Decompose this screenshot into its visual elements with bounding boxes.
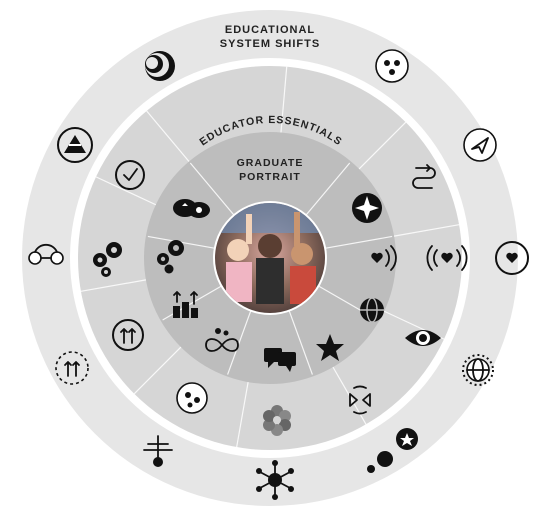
outer-ring-title-line1: EDUCATIONAL: [225, 24, 315, 36]
paper-plane-icon: [463, 128, 497, 162]
star-icon: [316, 334, 344, 361]
heart-signal-icon: [371, 245, 397, 271]
team-chat-icon: [173, 199, 210, 218]
outer-ring-title-line2: SYSTEM SHIFTS: [220, 38, 320, 50]
link-chain-icon: [28, 243, 64, 265]
inner-ring-dividers: [147, 162, 393, 375]
pyramid-icon: [57, 127, 93, 163]
infinity-gears-icon: [205, 328, 239, 352]
crescent-layers-icon: [145, 51, 175, 81]
flower-icon: [263, 405, 291, 436]
cycle-dots-icon: [176, 382, 208, 414]
globe-icon: [360, 297, 384, 323]
exchange-arrows-icon: [349, 385, 371, 415]
inner-ring-title-line2: PORTRAIT: [239, 171, 301, 183]
middle-ring-dividers: [80, 66, 460, 448]
circular-dots-icon: [375, 49, 409, 83]
growth-arrows-icon: [112, 319, 144, 351]
gears-icon: [157, 240, 184, 274]
arrows-network-icon: [55, 351, 89, 385]
inner-ring-title-line1: GRADUATE: [237, 157, 304, 169]
crosshair-cross-icon: [143, 435, 173, 467]
check-circle-icon: [115, 160, 145, 190]
chat-bubbles-icon: [264, 348, 296, 372]
signal-heart-icon: [426, 245, 468, 271]
growth-bars-icon: [173, 291, 198, 318]
globe-sun-icon: [462, 354, 494, 386]
eye-globe-icon: [405, 330, 441, 346]
gears-icon: [93, 242, 122, 277]
center-photo: [213, 201, 327, 315]
heart-eye-icon: [495, 241, 529, 275]
compass-star-icon: [352, 193, 382, 223]
network-hub-icon: [256, 460, 294, 500]
path-star-icon: [367, 428, 418, 473]
path-switch-icon: [412, 164, 436, 189]
